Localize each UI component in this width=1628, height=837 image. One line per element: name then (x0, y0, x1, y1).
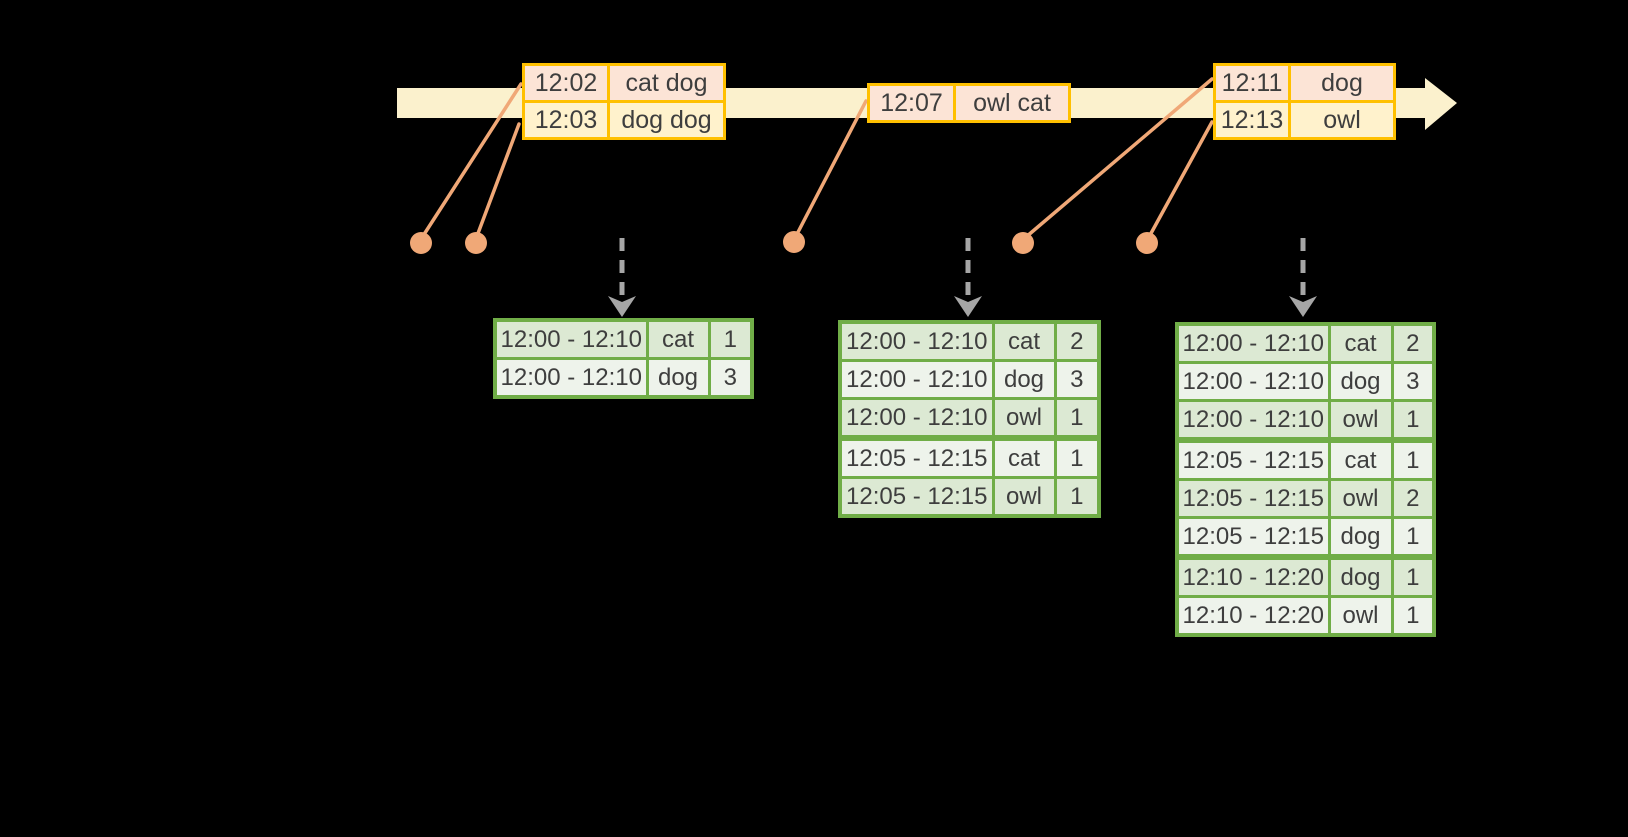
window-cell: 12:05 - 12:15 (838, 476, 995, 518)
event-table-1: 12:02 cat dog 12:03 dog dog (522, 63, 726, 140)
event-dot (1136, 232, 1158, 254)
event-words-cell: owl cat (953, 83, 1071, 123)
count-cell: 2 (1390, 322, 1436, 364)
count-cell: 1 (707, 318, 754, 360)
event-connector-line (475, 122, 521, 238)
result-table-2: 12:00 - 12:10 cat 2 12:00 - 12:10 dog 3 … (838, 320, 1101, 518)
word-cell: owl (991, 397, 1057, 440)
word-cell: dog (645, 357, 711, 399)
window-cell: 12:00 - 12:10 (1175, 322, 1331, 364)
window-cell: 12:05 - 12:15 (838, 435, 995, 479)
table-row: 12:05 - 12:15 dog 1 (1175, 516, 1436, 559)
word-cell: owl (1327, 595, 1394, 637)
word-cell: cat (991, 320, 1057, 362)
event-dot (410, 232, 432, 254)
result-table-1: 12:00 - 12:10 cat 1 12:00 - 12:10 dog 3 (493, 318, 754, 399)
table-row: 12:00 - 12:10 cat 2 (1175, 322, 1436, 364)
event-connector-line (421, 82, 523, 238)
table-row: 12:00 - 12:10 cat 2 (838, 320, 1101, 362)
count-cell: 1 (1390, 399, 1436, 442)
count-cell: 2 (1053, 320, 1101, 362)
window-cell: 12:00 - 12:10 (838, 359, 995, 400)
trigger-arrow-head-icon (954, 296, 982, 317)
table-row: 12:05 - 12:15 owl 1 (838, 476, 1101, 518)
table-row: 12:10 - 12:20 dog 1 (1175, 554, 1436, 598)
window-cell: 12:10 - 12:20 (1175, 554, 1331, 598)
table-row: 12:10 - 12:20 owl 1 (1175, 595, 1436, 637)
event-connector-line (794, 99, 868, 238)
window-cell: 12:00 - 12:10 (1175, 361, 1331, 402)
table-row: 12:05 - 12:15 owl 2 (1175, 478, 1436, 519)
window-cell: 12:00 - 12:10 (838, 397, 995, 440)
trigger-arrow-head-icon (608, 296, 636, 317)
event-time-cell: 12:11 (1213, 63, 1291, 103)
count-cell: 3 (1053, 359, 1101, 400)
word-cell: cat (1327, 322, 1394, 364)
table-row: 12:00 - 12:10 dog 3 (838, 359, 1101, 400)
table-row: 12:03 dog dog (522, 100, 726, 140)
trigger-arrow-head-icon (1289, 296, 1317, 317)
count-cell: 3 (1390, 361, 1436, 402)
table-row: 12:00 - 12:10 cat 1 (493, 318, 754, 360)
result-table-3: 12:00 - 12:10 cat 2 12:00 - 12:10 dog 3 … (1175, 322, 1436, 637)
window-cell: 12:00 - 12:10 (1175, 399, 1331, 442)
event-time-cell: 12:02 (522, 63, 610, 103)
event-dot (465, 232, 487, 254)
count-cell: 1 (1053, 435, 1101, 479)
table-row: 12:00 - 12:10 owl 1 (1175, 399, 1436, 442)
count-cell: 1 (1390, 437, 1436, 481)
event-table-3: 12:11 dog 12:13 owl (1213, 63, 1396, 140)
table-row: 12:05 - 12:15 cat 1 (1175, 437, 1436, 481)
word-cell: dog (1327, 516, 1394, 559)
window-cell: 12:05 - 12:15 (1175, 516, 1331, 559)
event-time-cell: 12:07 (867, 83, 956, 123)
event-connector-line (1147, 120, 1214, 239)
word-cell: cat (991, 435, 1057, 479)
window-cell: 12:00 - 12:10 (493, 318, 649, 360)
count-cell: 2 (1390, 478, 1436, 519)
window-cell: 12:00 - 12:10 (493, 357, 649, 399)
event-words-cell: dog dog (607, 100, 726, 140)
table-row: 12:07 owl cat (867, 83, 1071, 123)
count-cell: 1 (1053, 476, 1101, 518)
table-row: 12:05 - 12:15 cat 1 (838, 435, 1101, 479)
event-words-cell: owl (1288, 100, 1396, 140)
event-connector-line (1024, 77, 1214, 239)
count-cell: 3 (707, 357, 754, 399)
event-dot (783, 231, 805, 253)
word-cell: owl (1327, 478, 1394, 519)
count-cell: 1 (1390, 554, 1436, 598)
count-cell: 1 (1053, 397, 1101, 440)
table-row: 12:00 - 12:10 dog 3 (1175, 361, 1436, 402)
event-table-2: 12:07 owl cat (867, 83, 1071, 123)
word-cell: cat (645, 318, 711, 360)
window-cell: 12:05 - 12:15 (1175, 478, 1331, 519)
event-words-cell: dog (1288, 63, 1396, 103)
window-cell: 12:00 - 12:10 (838, 320, 995, 362)
event-time-cell: 12:13 (1213, 100, 1291, 140)
table-row: 12:00 - 12:10 owl 1 (838, 397, 1101, 440)
word-cell: dog (1327, 361, 1394, 402)
table-row: 12:02 cat dog (522, 63, 726, 103)
table-row: 12:11 dog (1213, 63, 1396, 103)
count-cell: 1 (1390, 595, 1436, 637)
table-row: 12:00 - 12:10 dog 3 (493, 357, 754, 399)
count-cell: 1 (1390, 516, 1436, 559)
word-cell: dog (991, 359, 1057, 400)
word-cell: owl (991, 476, 1057, 518)
window-cell: 12:05 - 12:15 (1175, 437, 1331, 481)
word-cell: owl (1327, 399, 1394, 442)
event-words-cell: cat dog (607, 63, 726, 103)
window-cell: 12:10 - 12:20 (1175, 595, 1331, 637)
word-cell: cat (1327, 437, 1394, 481)
word-cell: dog (1327, 554, 1394, 598)
event-time-cell: 12:03 (522, 100, 610, 140)
event-dot (1012, 232, 1034, 254)
table-row: 12:13 owl (1213, 100, 1396, 140)
